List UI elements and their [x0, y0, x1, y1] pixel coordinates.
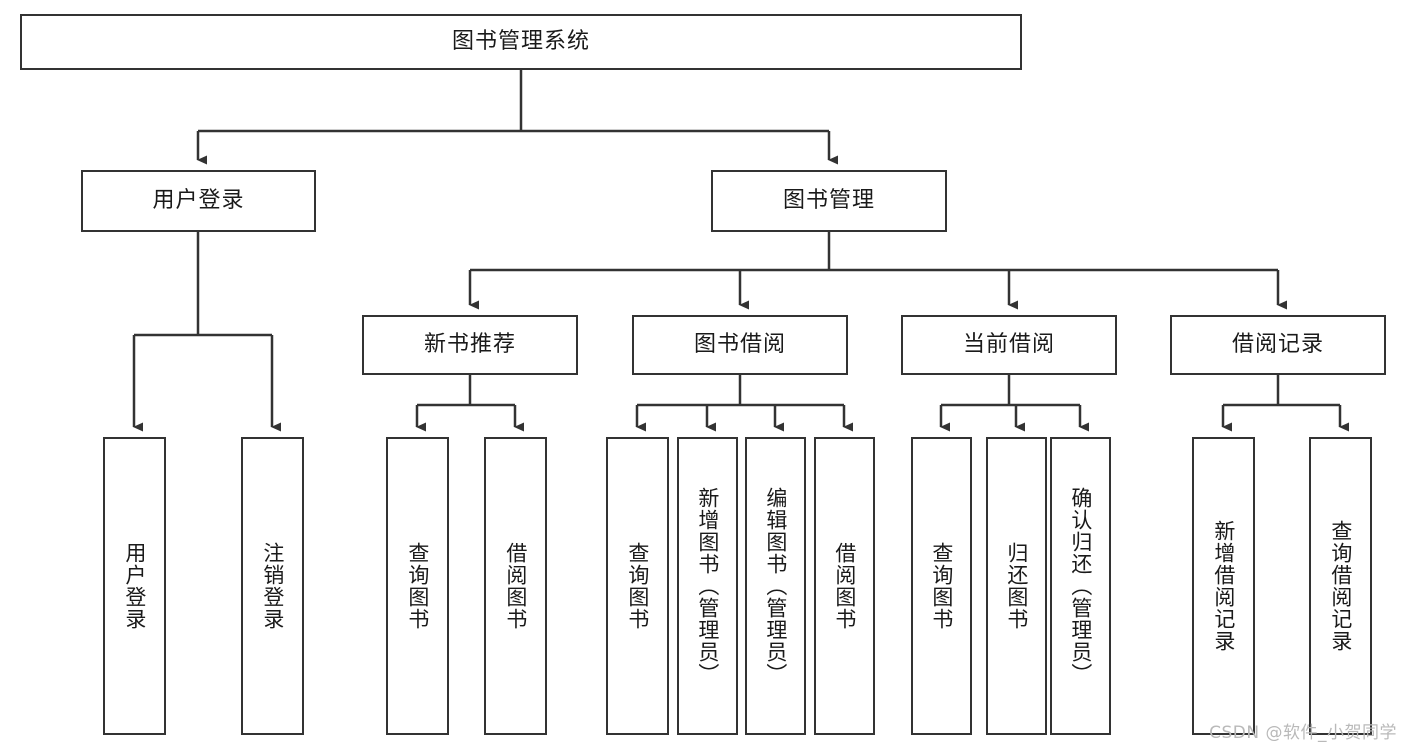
leaf-return-book-label: 归还图书 [1004, 542, 1029, 630]
leaf-add-borrow-record-label: 新增借阅记录 [1211, 520, 1236, 652]
node-user-login-label: 用户登录 [152, 187, 245, 213]
leaf-query-book-recommend-label: 查询图书 [405, 542, 430, 630]
leaf-edit-book-admin-label: 编辑图书（管理员） [763, 487, 788, 685]
node-current-borrow-label: 当前借阅 [962, 331, 1055, 357]
leaf-query-book-borrow[interactable]: 查询图书 [606, 437, 669, 735]
leaf-edit-book-admin[interactable]: 编辑图书（管理员） [745, 437, 806, 735]
node-new-book-recommend[interactable]: 新书推荐 [362, 315, 578, 375]
node-current-borrow[interactable]: 当前借阅 [901, 315, 1117, 375]
node-book-manage-label: 图书管理 [782, 187, 875, 213]
leaf-user-login[interactable]: 用户登录 [103, 437, 166, 735]
node-book-borrow[interactable]: 图书借阅 [632, 315, 848, 375]
leaf-borrow-book[interactable]: 借阅图书 [814, 437, 875, 735]
node-new-book-recommend-label: 新书推荐 [423, 331, 516, 357]
leaf-query-book-current[interactable]: 查询图书 [911, 437, 972, 735]
leaf-return-book[interactable]: 归还图书 [986, 437, 1047, 735]
node-book-borrow-label: 图书借阅 [693, 331, 786, 357]
leaf-user-logout-label: 注销登录 [260, 542, 285, 630]
leaf-user-logout[interactable]: 注销登录 [241, 437, 304, 735]
node-borrow-record[interactable]: 借阅记录 [1170, 315, 1386, 375]
leaf-query-borrow-record[interactable]: 查询借阅记录 [1309, 437, 1372, 735]
leaf-confirm-return-admin[interactable]: 确认归还（管理员） [1050, 437, 1111, 735]
node-borrow-record-label: 借阅记录 [1231, 331, 1324, 357]
leaf-borrow-book-recommend[interactable]: 借阅图书 [484, 437, 547, 735]
leaf-borrow-book-label: 借阅图书 [832, 542, 857, 630]
leaf-query-book-current-label: 查询图书 [929, 542, 954, 630]
leaf-query-book-borrow-label: 查询图书 [625, 542, 650, 630]
node-root-label: 图书管理系统 [451, 28, 590, 54]
leaf-borrow-book-recommend-label: 借阅图书 [503, 542, 528, 630]
leaf-confirm-return-admin-label: 确认归还（管理员） [1068, 487, 1093, 685]
leaf-add-book-admin-label: 新增图书（管理员） [695, 487, 720, 685]
leaf-query-book-recommend[interactable]: 查询图书 [386, 437, 449, 735]
leaf-add-borrow-record[interactable]: 新增借阅记录 [1192, 437, 1255, 735]
node-user-login[interactable]: 用户登录 [81, 170, 316, 232]
node-root[interactable]: 图书管理系统 [20, 14, 1022, 70]
leaf-add-book-admin[interactable]: 新增图书（管理员） [677, 437, 738, 735]
node-book-manage[interactable]: 图书管理 [711, 170, 947, 232]
watermark: CSDN @软件_小贺同学 [1209, 723, 1397, 743]
leaf-query-borrow-record-label: 查询借阅记录 [1328, 520, 1353, 652]
leaf-user-login-label: 用户登录 [122, 542, 147, 630]
